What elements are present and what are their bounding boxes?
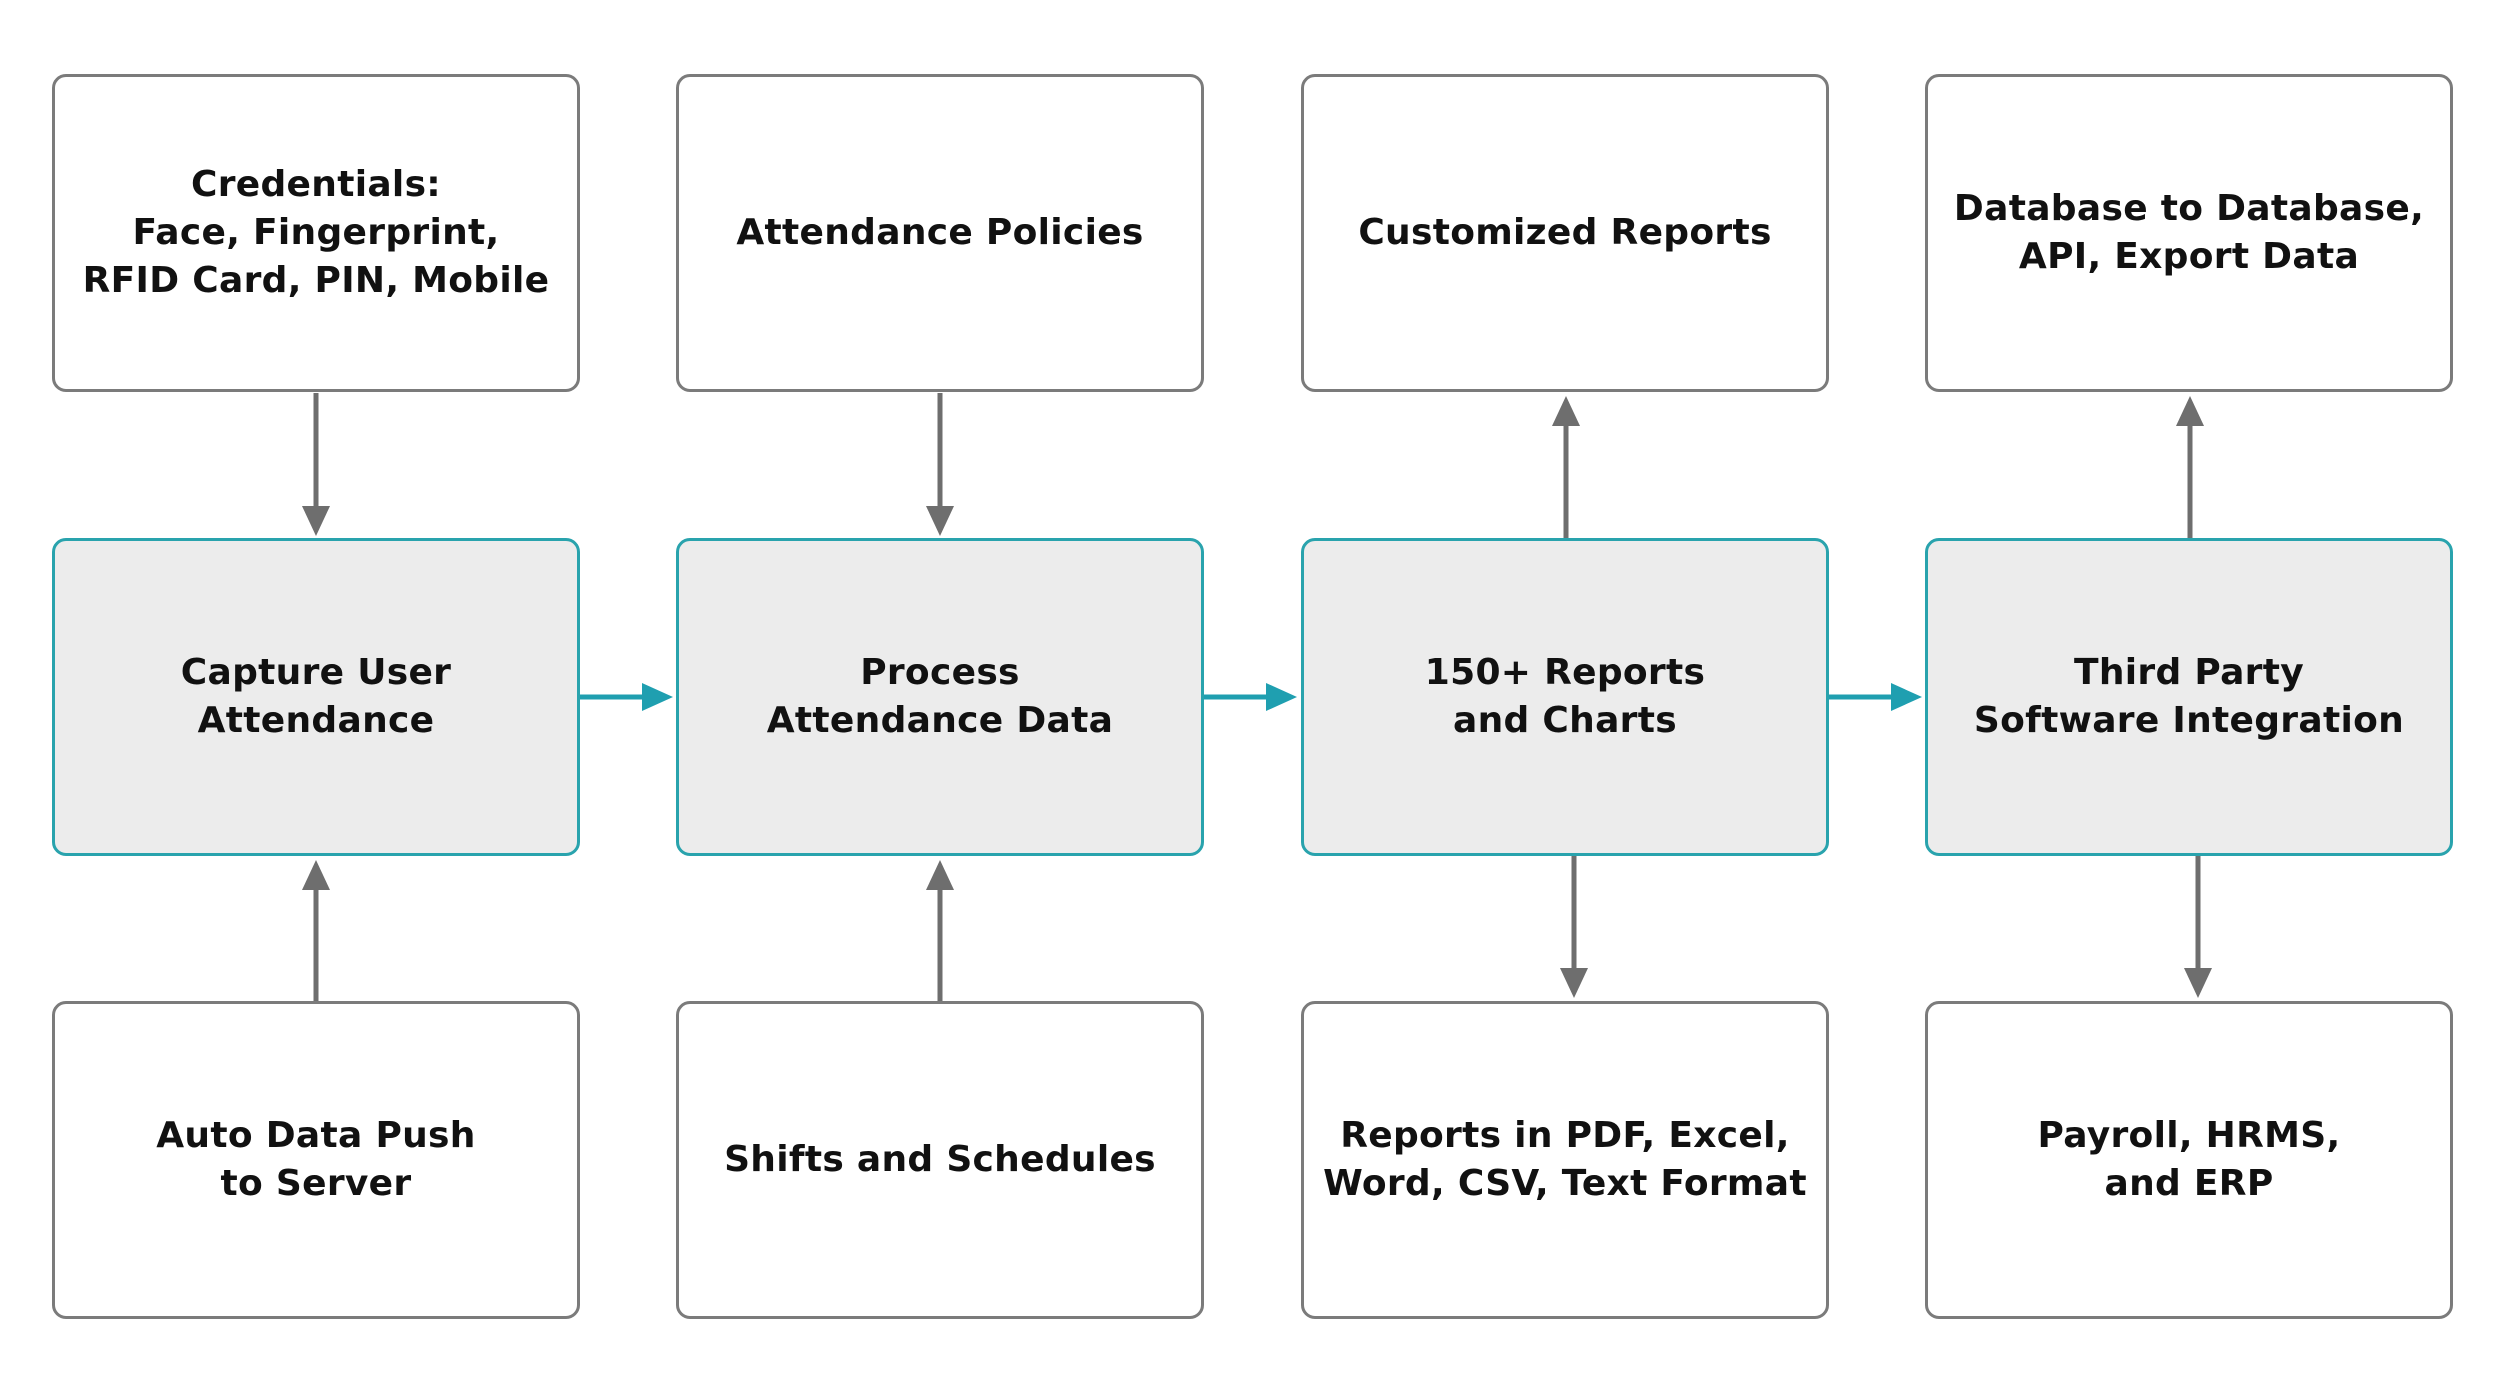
arrowhead-down xyxy=(302,506,330,536)
arrowhead-down xyxy=(1560,968,1588,998)
flow-arrowhead xyxy=(1266,683,1297,711)
payroll-hrms-box: Payroll, HRMS, and ERP xyxy=(1925,1001,2453,1319)
credentials-box: Credentials: Face, Fingerprint, RFID Car… xyxy=(52,74,580,392)
capture-attendance-label: Capture User Attendance xyxy=(180,652,452,741)
shifts-schedules-box: Shifts and Schedules xyxy=(676,1001,1204,1319)
third-party-integration-box: Third Party Software Integration xyxy=(1925,538,2453,856)
attendance-policies-label: Attendance Policies xyxy=(736,212,1144,253)
auto-push-label: Auto Data Push to Server xyxy=(156,1115,476,1204)
report-formats-label: Reports in PDF, Excel, Word, CSV, Text F… xyxy=(1323,1115,1807,1204)
customized-reports-label: Customized Reports xyxy=(1358,212,1772,253)
arrowhead-up xyxy=(926,860,954,890)
database-export-box: Database to Database, API, Export Data xyxy=(1925,74,2453,392)
attendance-policies-box: Attendance Policies xyxy=(676,74,1204,392)
payroll-hrms-label: Payroll, HRMS, and ERP xyxy=(2037,1115,2341,1204)
arrowhead-up xyxy=(1552,396,1580,426)
auto-push-box: Auto Data Push to Server xyxy=(52,1001,580,1319)
process-attendance-box: Process Attendance Data xyxy=(676,538,1204,856)
process-attendance-label: Process Attendance Data xyxy=(766,652,1114,741)
third-party-integration-label: Third Party Software Integration xyxy=(1973,652,2405,741)
reports-charts-label: 150+ Reports and Charts xyxy=(1424,652,1706,741)
arrowhead-down xyxy=(926,506,954,536)
customized-reports-box: Customized Reports xyxy=(1301,74,1829,392)
capture-attendance-box: Capture User Attendance xyxy=(52,538,580,856)
credentials-label: Credentials: Face, Fingerprint, RFID Car… xyxy=(82,164,550,301)
arrowhead-down xyxy=(2184,968,2212,998)
flow-arrowhead xyxy=(642,683,673,711)
database-export-label: Database to Database, API, Export Data xyxy=(1953,188,2425,277)
report-formats-box: Reports in PDF, Excel, Word, CSV, Text F… xyxy=(1301,1001,1829,1319)
flow-arrowhead xyxy=(1891,683,1922,711)
shifts-schedules-label: Shifts and Schedules xyxy=(724,1139,1156,1180)
reports-charts-box: 150+ Reports and Charts xyxy=(1301,538,1829,856)
arrowhead-up xyxy=(302,860,330,890)
arrowhead-up xyxy=(2176,396,2204,426)
